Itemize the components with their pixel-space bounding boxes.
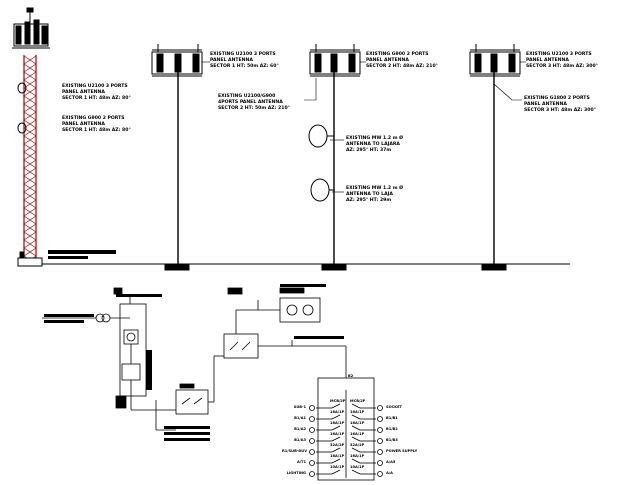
panel-breaker-label: 10A/1P bbox=[330, 465, 345, 469]
label-bar bbox=[48, 256, 88, 259]
panel-right-label: B1/B1 bbox=[386, 416, 398, 420]
circuit-terminal bbox=[377, 438, 383, 444]
distribution-panel bbox=[317, 377, 375, 481]
circuit-terminal bbox=[377, 427, 383, 433]
circuit-terminal bbox=[309, 471, 315, 477]
circuit-terminal bbox=[309, 449, 315, 455]
circuit-terminal bbox=[309, 460, 315, 466]
label-bar bbox=[164, 426, 210, 429]
panel-left-label: R1/SUB-DUV bbox=[282, 449, 308, 453]
panel-breaker-label: MCB/2P bbox=[330, 399, 346, 403]
breaker-symbol bbox=[351, 458, 361, 464]
breaker-symbol bbox=[351, 436, 361, 442]
circuit-terminal bbox=[377, 449, 383, 455]
monopole-1 bbox=[151, 44, 203, 271]
panel-right-label: A/A5 bbox=[386, 460, 396, 464]
single-line-diagram bbox=[42, 287, 383, 481]
panel-breaker-label: 32A/2P bbox=[330, 443, 345, 447]
circuit-terminal bbox=[377, 460, 383, 466]
monopole-3 bbox=[469, 44, 521, 271]
label-bar bbox=[280, 284, 326, 287]
breaker-symbol bbox=[331, 425, 341, 431]
panel-left-label: A/T1 bbox=[296, 460, 306, 464]
panel-right-label: POWER SUPPLY bbox=[386, 449, 418, 453]
panel-left-label: LIGHTING bbox=[286, 471, 306, 475]
panel-right-label: SOCKET bbox=[386, 405, 402, 409]
label-bar bbox=[44, 320, 84, 323]
breaker-symbol bbox=[351, 403, 361, 409]
tower-dish-1 bbox=[17, 82, 27, 94]
panel-breaker-label: MCB/2P bbox=[350, 399, 366, 403]
tower-antenna-cluster bbox=[12, 7, 50, 49]
label-bar bbox=[44, 314, 94, 317]
breaker-symbol bbox=[331, 403, 341, 409]
circuit-terminal bbox=[309, 438, 315, 444]
circuit-terminal bbox=[377, 416, 383, 422]
label-bar bbox=[294, 336, 344, 339]
circuit-terminal bbox=[377, 471, 383, 477]
circuit-terminal bbox=[377, 405, 383, 411]
breaker-symbol bbox=[331, 469, 341, 475]
label-bar bbox=[164, 432, 210, 435]
panel-right-label: B1/B2 bbox=[386, 427, 398, 431]
label-bar bbox=[146, 350, 152, 390]
lattice-tower bbox=[17, 55, 43, 267]
label-bar bbox=[164, 438, 210, 441]
panel-right-label: A/A bbox=[386, 471, 393, 475]
panel-breaker-label: 16A/1P bbox=[350, 421, 365, 425]
panel-breaker-label: 32A/2P bbox=[350, 443, 365, 447]
breaker-symbol bbox=[331, 436, 341, 442]
breaker-symbol bbox=[331, 447, 341, 453]
panel-left-label: B1/A1 bbox=[294, 416, 306, 420]
panel-breaker-label: 16A/1P bbox=[350, 432, 365, 436]
circuit-terminal bbox=[309, 405, 315, 411]
leader-lines bbox=[202, 61, 526, 193]
tower-dish-2 bbox=[17, 122, 27, 134]
panel-left-label: SUB-1 bbox=[293, 405, 306, 409]
circuit-terminal bbox=[309, 427, 315, 433]
breaker-symbol bbox=[331, 458, 341, 464]
panel-header: B2 bbox=[348, 374, 354, 378]
monopole-2 bbox=[308, 44, 361, 271]
label-bar bbox=[116, 294, 162, 297]
breaker-symbol bbox=[351, 469, 361, 475]
label-bar bbox=[48, 250, 116, 254]
circuit-terminal bbox=[309, 416, 315, 422]
panel-breaker-label: 16A/1P bbox=[350, 410, 365, 414]
breaker-symbol bbox=[331, 414, 341, 420]
panel-left-label: B1/A2 bbox=[294, 427, 306, 431]
panel-breaker-label: 16A/1P bbox=[330, 454, 345, 458]
panel-left-label: B1/A3 bbox=[294, 438, 306, 442]
breaker-symbol bbox=[351, 447, 361, 453]
panel-right-label: B1/B3 bbox=[386, 438, 398, 442]
panel-breaker-label: 16A/1P bbox=[330, 432, 345, 436]
panel-breaker-label: 16A/1P bbox=[350, 454, 365, 458]
panel-breaker-label: 16A/1P bbox=[330, 410, 345, 414]
panel-breaker-label: 10A/1P bbox=[350, 465, 365, 469]
breaker-symbol bbox=[351, 414, 361, 420]
breaker-symbol bbox=[351, 425, 361, 431]
panel-breaker-label: 16A/1P bbox=[330, 421, 345, 425]
